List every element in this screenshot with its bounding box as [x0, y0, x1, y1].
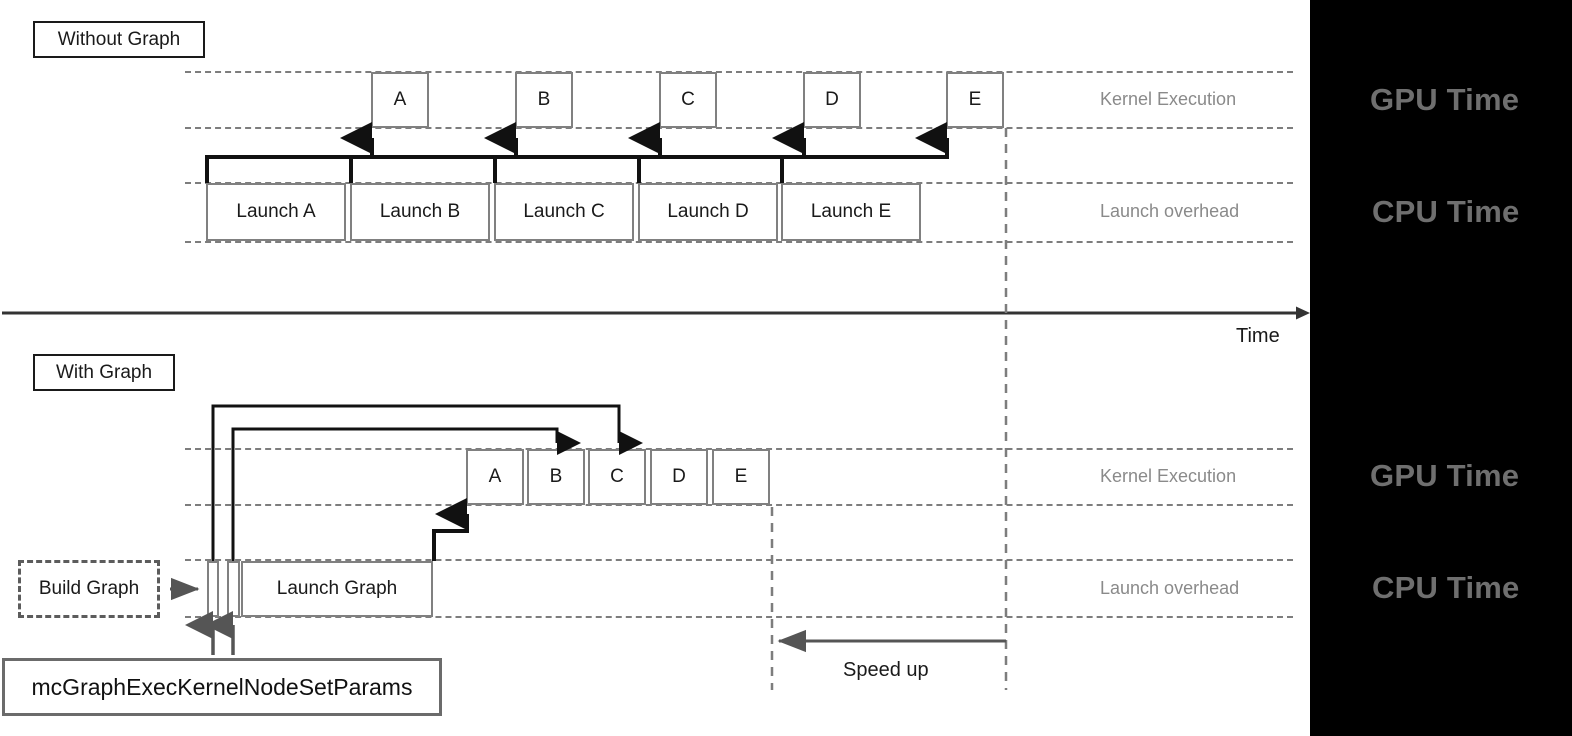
kernel-box-a-bottom: A	[466, 449, 524, 505]
launch-box-b: Launch B	[350, 183, 490, 241]
kernel-box-b-top: B	[515, 72, 573, 128]
cpu-time-label-lower: CPU Time	[1372, 570, 1520, 605]
kernel-box-b-bottom: B	[527, 449, 585, 505]
time-axis-label: Time	[1236, 325, 1280, 347]
lane-divider-top-4	[185, 241, 1293, 243]
launch-graph-box: Launch Graph	[241, 561, 433, 617]
kernel-execution-label-bottom: Kernel Execution	[1100, 466, 1237, 486]
launch-to-kernel-connectors-top	[205, 122, 949, 183]
gpu-time-label-lower: GPU Time	[1370, 458, 1520, 493]
lane-divider-bot-3	[185, 559, 1293, 561]
api-call-box: mcGraphExecKernelNodeSetParams	[2, 658, 442, 716]
right-black-panel	[1310, 0, 1572, 736]
with-graph-tag: With Graph	[33, 354, 175, 391]
kernel-box-e-bottom: E	[712, 449, 770, 505]
kernel-box-d-top: D	[803, 72, 861, 128]
without-graph-tag: Without Graph	[33, 21, 205, 58]
gpu-time-label: GPU Time	[1370, 82, 1520, 117]
speedup-label: Speed up	[843, 659, 929, 681]
launch-box-d: Launch D	[638, 183, 778, 241]
lane-divider-bot-2	[185, 504, 1293, 506]
graph-update-bar-2	[227, 561, 240, 617]
cpu-time-label: CPU Time	[1372, 194, 1520, 229]
lane-divider-top-1	[185, 71, 1293, 73]
lane-divider-bot-4	[185, 616, 1293, 618]
launch-overhead-label-top: Launch overhead	[1100, 201, 1240, 221]
graph-update-bar-1	[207, 561, 219, 617]
kernel-box-c-top: C	[659, 72, 717, 128]
launch-overhead-label-bottom: Launch overhead	[1100, 578, 1240, 598]
launch-box-e: Launch E	[781, 183, 921, 241]
lane-divider-top-2	[185, 127, 1293, 129]
kernel-execution-label-top: Kernel Execution	[1100, 89, 1237, 109]
kernel-box-c-bottom: C	[588, 449, 646, 505]
time-axis	[2, 306, 1310, 320]
launch-graph-to-kernel-a-connector	[432, 498, 469, 561]
kernel-box-a-top: A	[371, 72, 429, 128]
api-call-arrows	[185, 611, 235, 655]
build-graph-box: Build Graph	[18, 560, 160, 618]
launch-box-c: Launch C	[494, 183, 634, 241]
kernel-box-d-bottom: D	[650, 449, 708, 505]
kernel-box-e-top: E	[946, 72, 1004, 128]
launch-box-a: Launch A	[206, 183, 346, 241]
